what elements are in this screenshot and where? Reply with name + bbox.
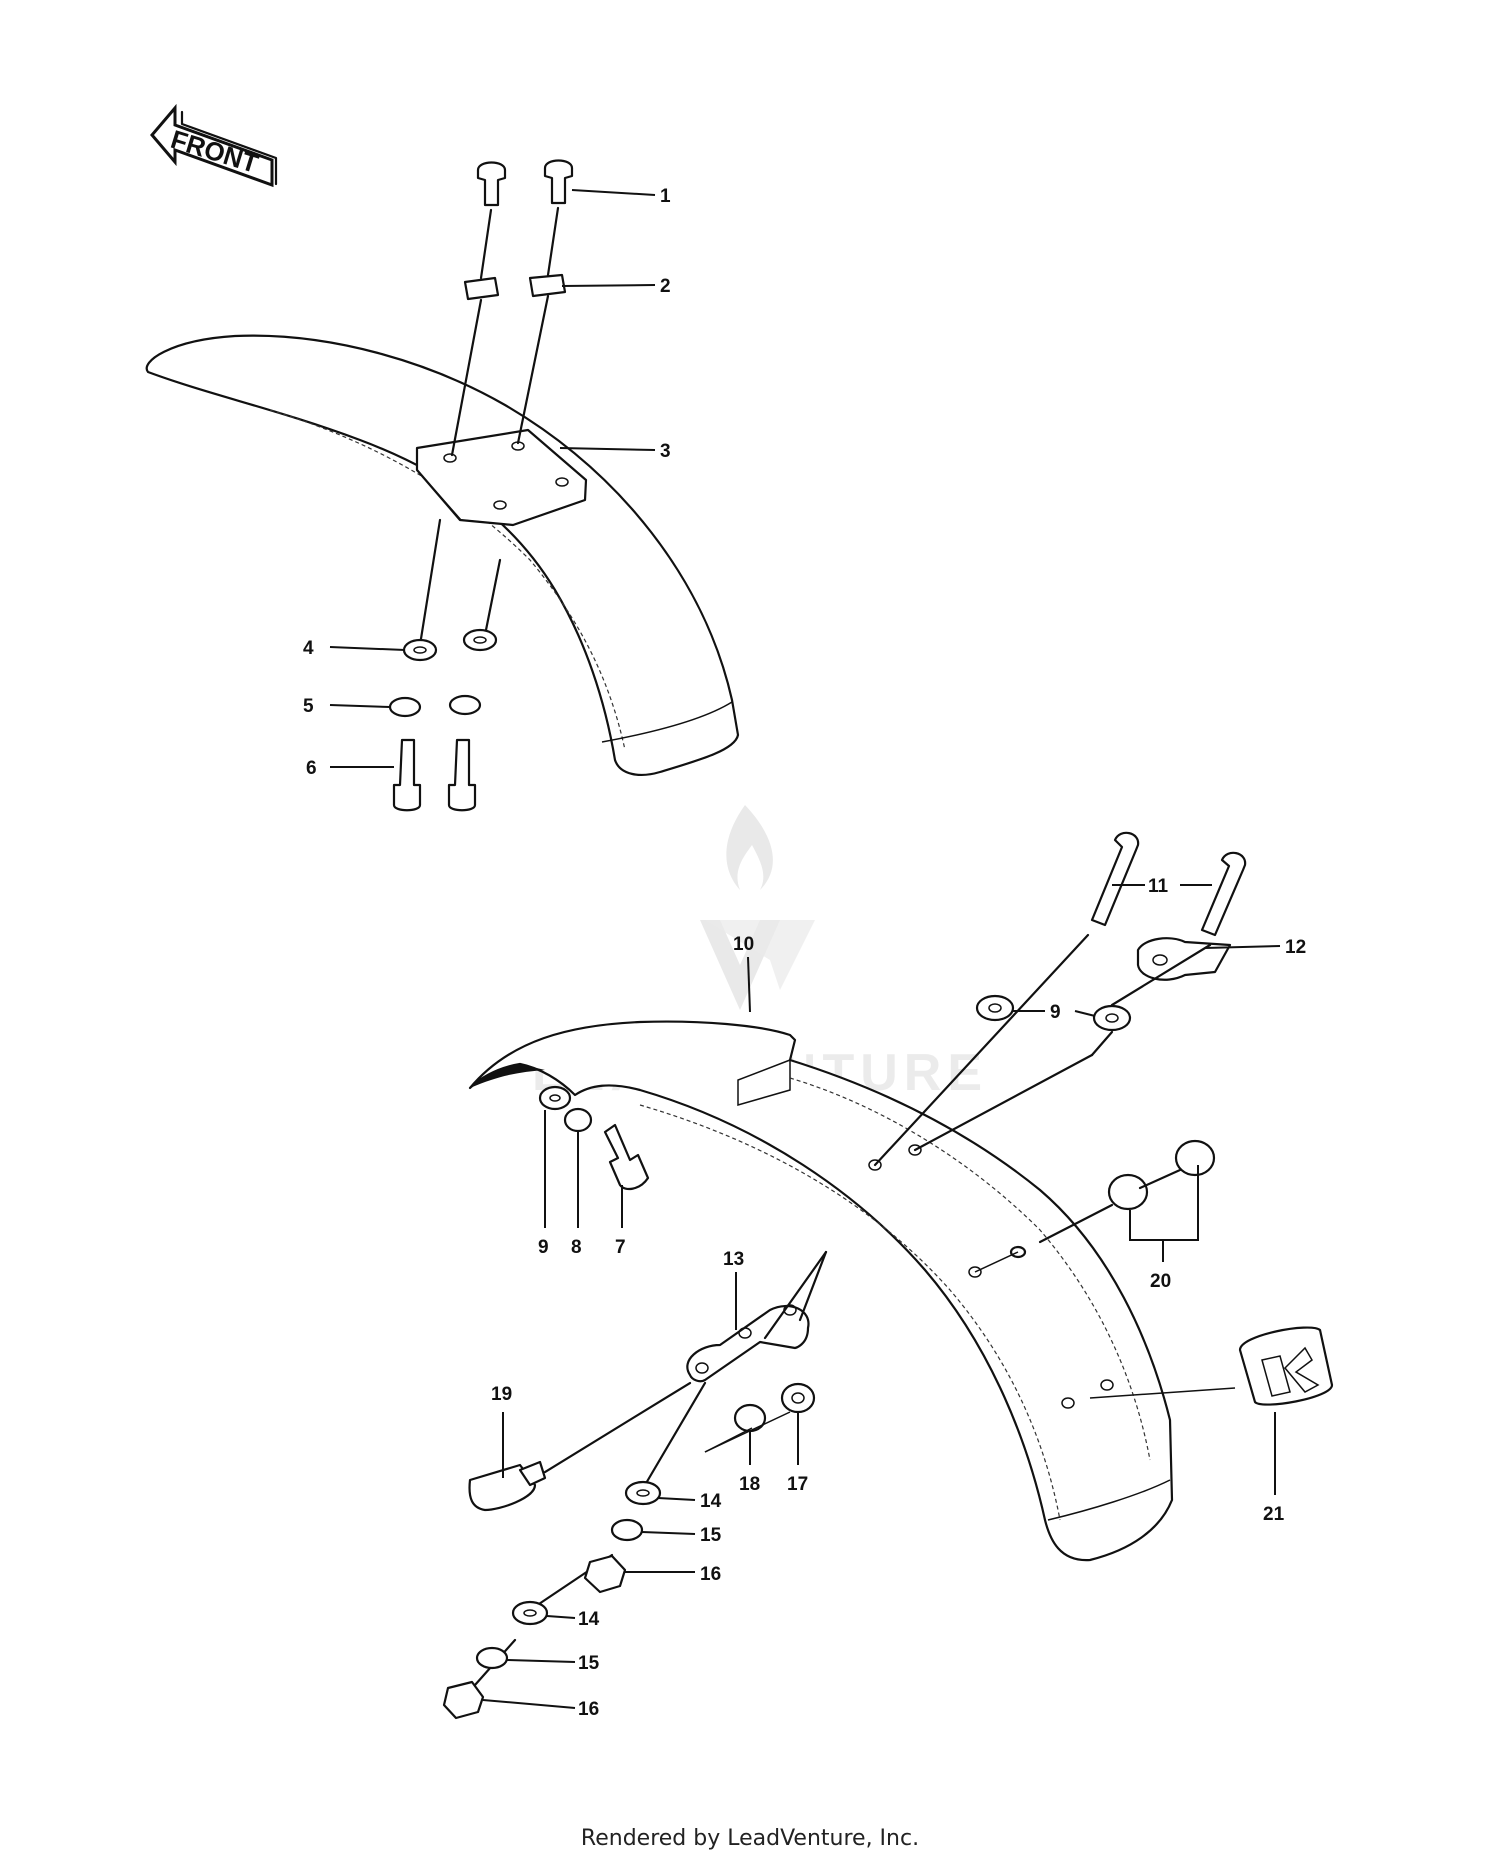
callout-labels: 1 2 3 4 5 6 7 8 9 9 10 11 12 13 14 14 15… [303,186,1306,1720]
emblem-21 [1089,1326,1334,1406]
v-logo-part-icon [705,920,815,990]
callout-19: 19 [491,1384,512,1405]
bolt-11-left [1090,831,1140,927]
rear-hardware [538,831,1334,1406]
callout-16-lower: 16 [578,1699,599,1720]
bolt-19 [468,1381,692,1512]
washer-9-right [1092,1004,1132,1032]
callout-15-lower: 15 [578,1653,600,1674]
callout-15-upper: 15 [700,1525,722,1546]
bracket-12 [1136,937,1232,981]
bolt-11-right [1200,851,1247,937]
grommet-2-left [463,276,500,301]
bracket-13-assembly [442,1250,828,1720]
lock-washer-15-lower [475,1646,509,1670]
callout-16-upper: 16 [700,1564,721,1585]
washer-14-lower [511,1600,549,1626]
lock-washer-15-upper [610,1518,644,1542]
callout-1: 1 [660,186,671,207]
washer-4-left [402,638,438,662]
bolt-6-left [392,738,422,812]
rear-fender [468,1020,1174,1562]
callout-17: 17 [787,1474,808,1495]
callout-21: 21 [1263,1504,1285,1525]
front-fender-assembly [145,159,740,812]
callout-4: 4 [303,638,314,659]
bracket-13 [686,1305,810,1383]
washer-4-right [462,628,498,652]
callout-13: 13 [723,1249,744,1270]
callout-14-lower: 14 [578,1609,600,1630]
flame-icon [726,805,773,890]
callout-20: 20 [1150,1271,1171,1292]
callout-5: 5 [303,696,314,717]
lock-washer-8 [563,1107,593,1133]
front-arrow-shape [150,103,274,188]
lock-washer-5-right [448,694,482,716]
callout-8: 8 [571,1237,582,1258]
front-fender [145,334,740,776]
grommet-2-right [528,273,567,298]
washer-9-left [975,994,1015,1022]
footer-credit: Rendered by LeadVenture, Inc. [580,1826,920,1851]
callout-3: 3 [660,441,671,462]
callout-10: 10 [733,934,754,955]
callout-14-upper: 14 [700,1491,722,1512]
rear-fender-assembly [468,1020,1174,1562]
nut-17 [780,1382,816,1414]
lock-washer-18 [733,1403,767,1433]
front-arrow-label: FRONT [167,124,262,179]
callout-6: 6 [306,758,317,779]
bolt-7 [603,1123,650,1191]
nut-16-upper [583,1554,627,1594]
bolt-6-right [447,738,477,812]
leader-lines [329,189,1281,1709]
bolt-1-right [543,159,574,205]
reflector-stud-20 [974,1139,1216,1273]
callout-2: 2 [660,276,671,297]
callout-9-front: 9 [538,1237,549,1258]
callout-12: 12 [1285,937,1306,958]
callout-11: 11 [1148,876,1169,897]
front-arrow: FRONT [150,103,278,188]
callout-7: 7 [615,1237,626,1258]
washer-9-front [538,1085,572,1111]
callout-18: 18 [739,1474,760,1495]
nut-16-lower [442,1680,485,1720]
lock-washer-5-left [388,696,422,718]
washer-14-upper [624,1480,662,1506]
callout-9-rear: 9 [1050,1002,1061,1023]
bolt-1-left [476,161,507,207]
